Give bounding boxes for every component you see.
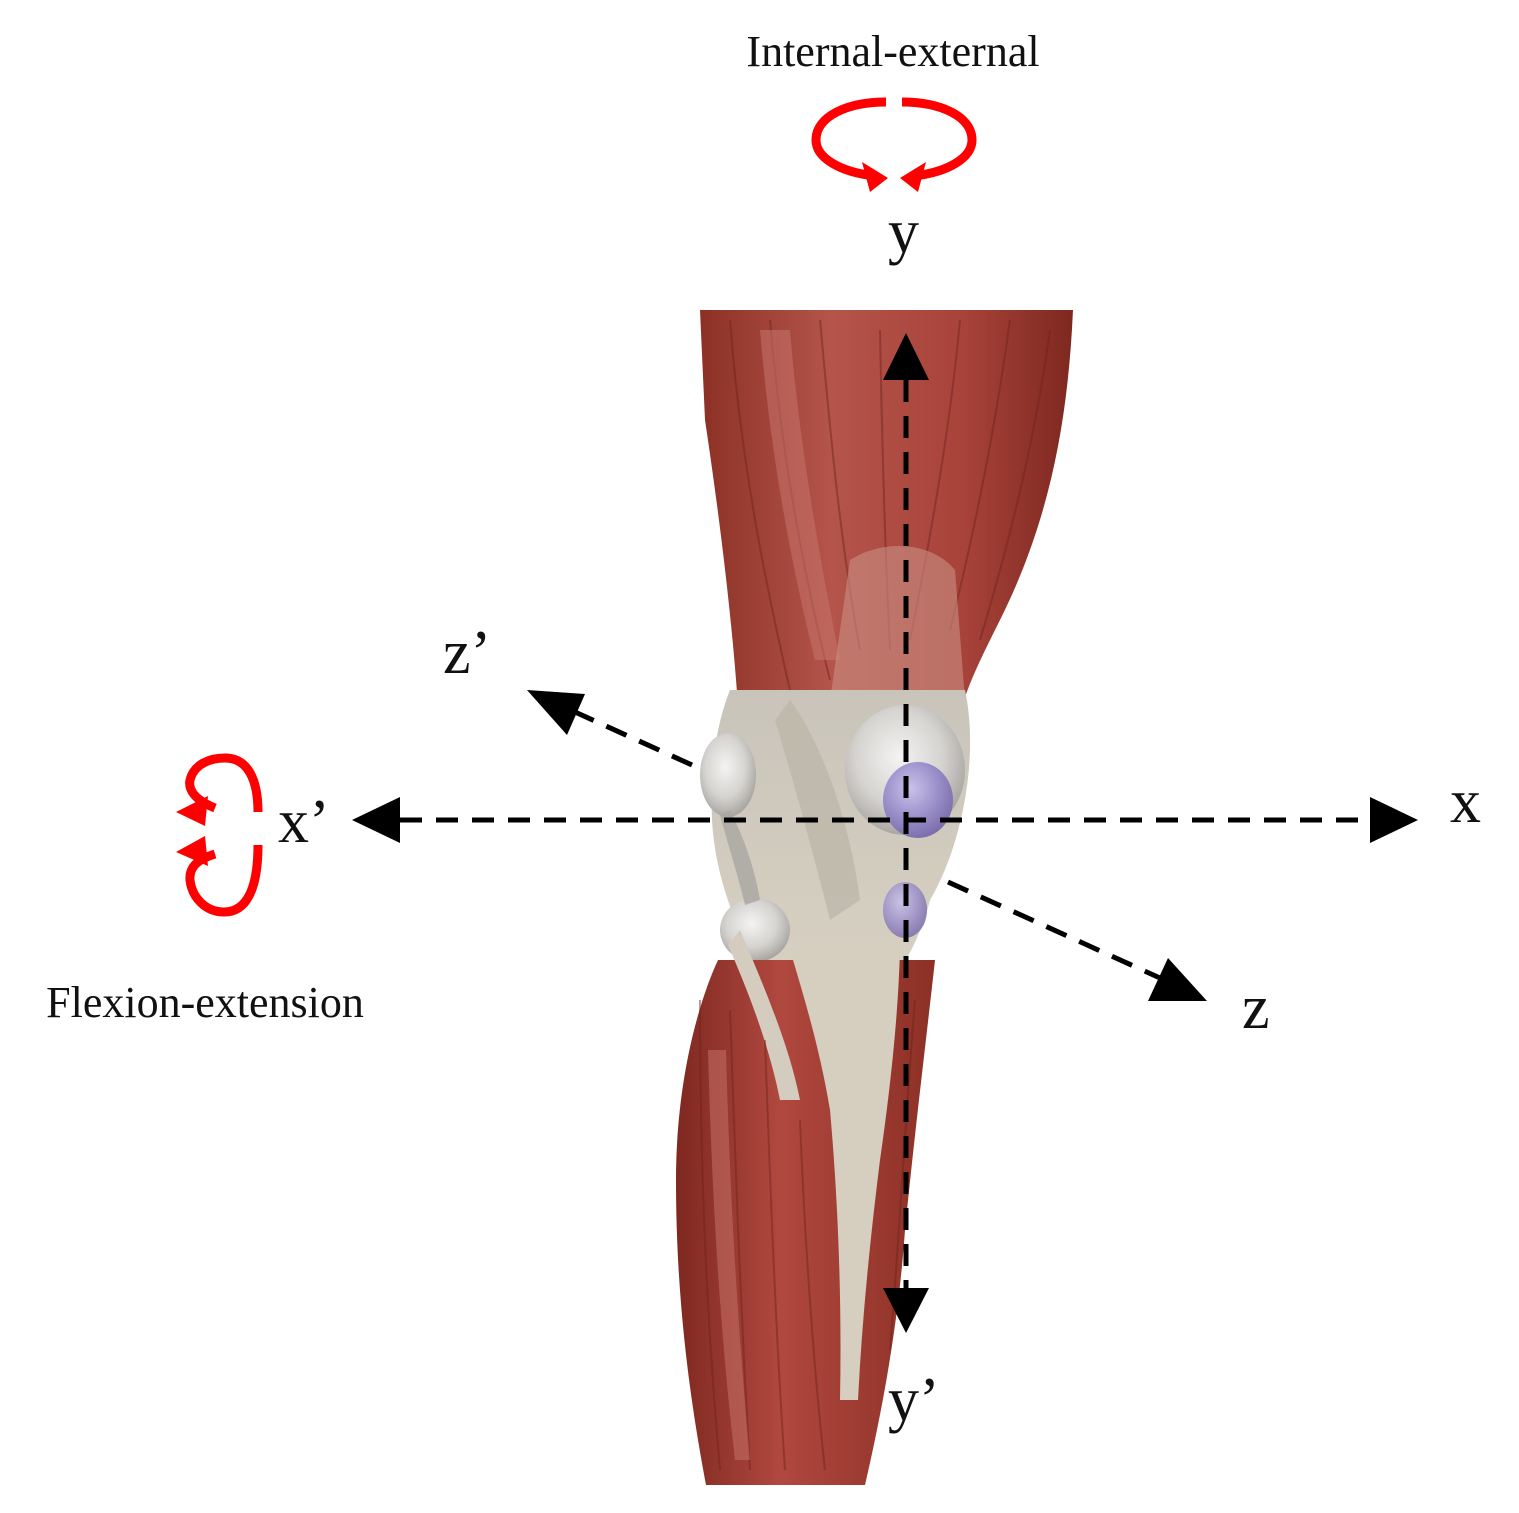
axis-label-x: x [1450,768,1481,836]
z-axis-line [946,879,1162,981]
z-prime-axis-line [573,709,694,768]
flexion-extension-rotation-icon [176,753,263,917]
caption-flexion-extension: Flexion-extension [46,978,364,1027]
patellar-tendon [728,930,800,1100]
cartilage-upper [883,762,953,838]
axis-label-y-prime: y’ [888,1366,940,1434]
axis-label-x-prime: x’ [278,788,330,856]
y-prime-axis-arrowhead-icon [883,1288,929,1333]
internal-external-rotation-icon [811,97,977,192]
x-prime-axis-arrowhead-icon [352,797,400,843]
lateral-ligament [720,810,760,905]
caption-internal-external: Internal-external [746,27,1039,76]
z-axis-arrowhead-icon [1148,958,1207,1001]
axis-label-z-prime: z’ [443,619,491,687]
tibial-plateau [720,898,790,962]
knee-illustration [676,310,1073,1485]
medial-ligament [775,700,860,920]
lateral-epicondyle [700,733,756,817]
axis-label-z: z [1242,974,1270,1042]
z-prime-axis-arrowhead-icon [527,690,585,735]
cartilage-lower [883,882,927,938]
coordinate-axes [352,333,1418,1333]
quadriceps-tendon [830,546,965,700]
tibia-shaft [790,950,900,1400]
thigh-highlight [760,330,840,660]
shin-highlight [708,1050,750,1460]
axis-label-y: y [888,198,919,266]
x-axis-arrowhead-icon [1370,797,1418,843]
y-axis-arrowhead-icon [883,333,929,380]
